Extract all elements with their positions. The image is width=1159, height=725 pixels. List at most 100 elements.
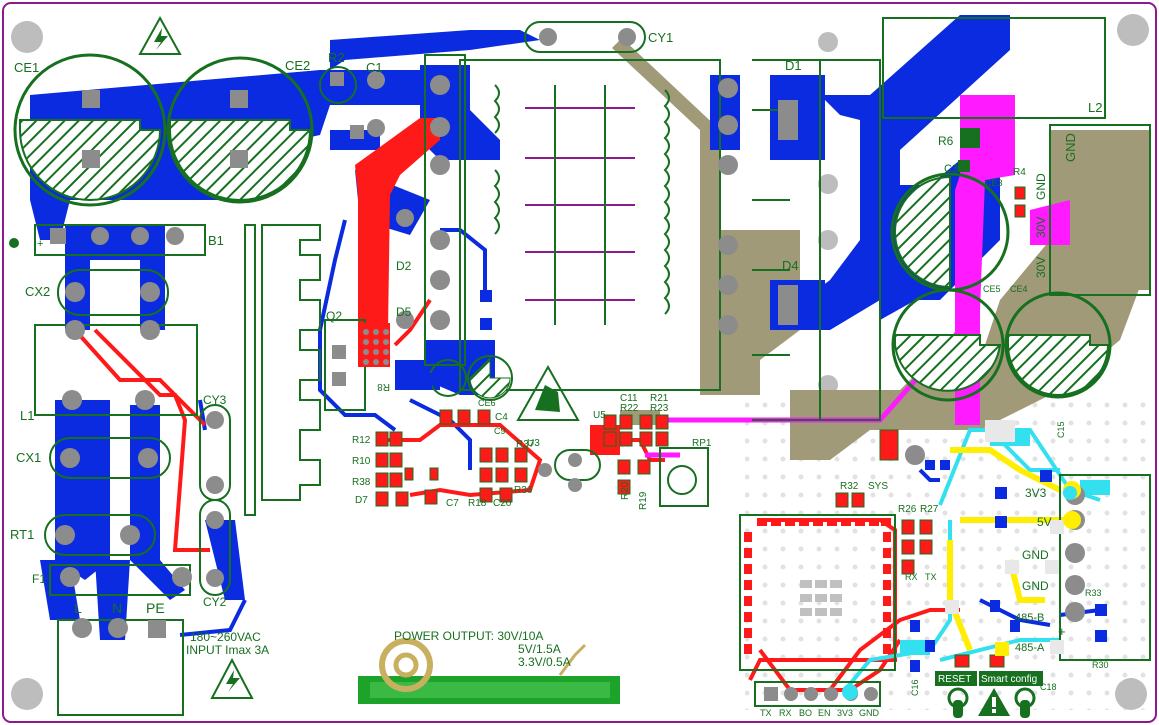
ce3-capacitor (890, 172, 1010, 292)
net-label-3v3: 3V3 (1025, 486, 1047, 500)
ce5-capacitor (891, 288, 1005, 402)
cx2-outline (57, 269, 169, 316)
company-logo-icon (379, 638, 587, 692)
designator: R38 (352, 477, 371, 488)
designator: SYS (868, 481, 888, 492)
cyan-pads (842, 486, 1077, 700)
module-tx-label: TX (925, 572, 937, 582)
designator: CY3 (203, 393, 227, 407)
designator: C7 (446, 498, 459, 509)
designator: R37 (516, 439, 535, 450)
designator: C4 (495, 412, 508, 423)
designator: C16 (910, 679, 920, 696)
designator: CE2 (285, 58, 310, 73)
designator: L2 (1088, 100, 1102, 115)
silkscreen-net-labels: GND GND 30V 30V 3V3 5V GND GND 485-B 485… (74, 133, 1078, 718)
designator: R10 (352, 456, 371, 467)
product-label-bar (358, 676, 620, 704)
header-pin-label: EN (818, 708, 831, 718)
designator: D7 (355, 495, 368, 506)
designator: U5 (593, 410, 606, 421)
smart-config-label-bg (979, 671, 1043, 686)
ce1-capacitor (13, 53, 167, 207)
rp1-outline (659, 447, 709, 507)
smd-pads-white (945, 420, 1064, 654)
designator: R33 (1085, 588, 1102, 598)
designator: R22 (620, 403, 639, 414)
ac-pin-label: L (74, 600, 82, 616)
wifi-module-outline (739, 514, 896, 671)
designator: F1 (32, 572, 46, 586)
designator: R20 (620, 481, 631, 500)
r2-outline (319, 66, 357, 104)
mounting-hole (11, 678, 43, 710)
designator: CE6 (478, 398, 496, 408)
header-pin-label: 3V3 (837, 708, 853, 718)
output-connector-outline (1049, 124, 1151, 296)
designator: D2 (396, 259, 412, 273)
header-pin-label: TX (760, 708, 772, 718)
mounting-hole (11, 21, 43, 53)
ce4-capacitor (1004, 291, 1112, 399)
net-label-gnd: GND (1022, 548, 1049, 562)
designator: CE1 (14, 60, 39, 75)
transformer-core (493, 84, 670, 325)
reset-label-bg (935, 671, 977, 686)
smd-pads-red (375, 186, 1026, 668)
caution-triangle-icon (978, 688, 1010, 716)
signal-connector-outline (1059, 474, 1151, 661)
designator: C18 (1040, 682, 1057, 692)
header-pin-label: RX (779, 708, 792, 718)
mounting-holes (11, 14, 1149, 710)
ce6-capacitor (429, 355, 513, 401)
designator: Q2 (326, 309, 342, 323)
designator: D5 (396, 305, 412, 319)
svg-text:+: + (1058, 624, 1066, 639)
l2-outline (882, 17, 1106, 119)
designator: D1 (785, 58, 802, 73)
mounting-hole (1115, 678, 1147, 710)
designator: R18 (468, 498, 487, 509)
header-pin-label: BO (799, 708, 812, 718)
net-label-5v: 5V (1037, 515, 1052, 529)
designator: R6 (938, 134, 954, 148)
heatsink-left (261, 224, 321, 501)
designator: R2 (328, 50, 345, 65)
designator: C1 (366, 60, 383, 75)
module-rx-label: RX (905, 572, 918, 582)
designator: CE4 (1010, 284, 1028, 294)
pointing-finger-icon (947, 687, 969, 718)
pointing-finger-icon (1014, 687, 1036, 718)
mounting-hole (818, 174, 838, 194)
reset-label: RESET (938, 674, 971, 685)
net-label-30v: 30V (1034, 217, 1048, 238)
designator: CY1 (648, 30, 673, 45)
designator: R21 (650, 393, 669, 404)
net-label-gnd: GND (1022, 579, 1049, 593)
bridge-rectifier-outline (34, 224, 206, 256)
designator: C9 (494, 426, 506, 436)
designator: C11 (620, 393, 638, 404)
high-voltage-triangle-icon (138, 15, 182, 55)
rt1-outline (44, 514, 156, 556)
designator: R4 (1013, 167, 1026, 178)
program-header-outline (754, 681, 881, 707)
cy2-outline (199, 499, 231, 596)
power-output-5v: 5V/1.5A (518, 642, 561, 656)
silkscreen-outlines (34, 17, 1151, 716)
designator: CX2 (25, 284, 50, 299)
designator: D4 (782, 258, 799, 273)
esd-hand-icon (516, 364, 580, 421)
net-label-485a: 485-A (1015, 642, 1045, 654)
net-label-gnd: GND (1063, 133, 1078, 162)
designator: CE3 (985, 178, 1003, 188)
net-label-485b: 485-B (1015, 612, 1044, 624)
header-pin-label: GND (859, 708, 880, 718)
transformer-outline (459, 59, 721, 391)
designator: R27 (920, 504, 939, 515)
input-current-label: INPUT Imax 3A (186, 643, 269, 657)
net-label-30v: 30V (1034, 257, 1048, 278)
component-designators: CE1 CE2 R2 C1 CY1 D1 L2 R6 C3 CE3 R4 B1 … (10, 30, 1109, 696)
mounting-hole (818, 230, 838, 250)
